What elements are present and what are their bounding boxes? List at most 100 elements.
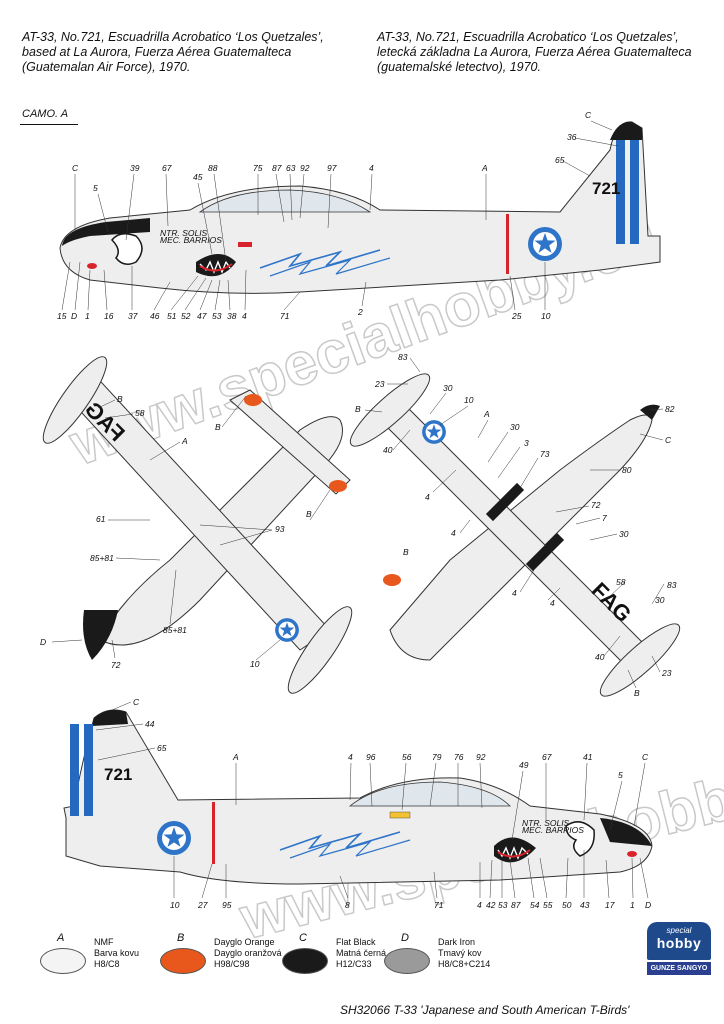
callout: 5 [93, 183, 98, 193]
callout: 30 [655, 595, 665, 605]
callout: 79 [432, 752, 442, 762]
callout: D [71, 311, 77, 321]
legend-line: H8/C8+C214 [438, 959, 491, 969]
callout: 40 [595, 652, 605, 662]
callout: B [355, 404, 361, 414]
legend-text: Flat Black Matná černá H12/C33 [336, 937, 386, 970]
caption-cz-line2: letecká základna La Aurora, Fuerza Aérea… [377, 45, 692, 59]
legend-line: Dayglo Orange [214, 937, 275, 947]
brand-logo: special hobby GUNZE SANGYO [647, 922, 711, 975]
callout: C [642, 752, 649, 762]
caption-czech: AT-33, No.721, Escuadrilla Acrobatico ‘L… [377, 30, 707, 75]
callout: 45 [193, 172, 203, 182]
callout: C [133, 697, 140, 707]
footer-product-title: SH32066 T-33 'Japanese and South America… [340, 1003, 630, 1017]
callout: C [585, 110, 592, 120]
callout: 27 [197, 900, 208, 910]
callout: 4 [451, 528, 456, 538]
callout: 61 [96, 514, 106, 524]
callout: 7 [602, 513, 607, 523]
callout: 73 [540, 449, 550, 459]
callout: 56 [402, 752, 412, 762]
nose-text-2-top: MEC. BARRIOS [160, 235, 222, 245]
callout: D [645, 900, 651, 910]
callout: 71 [280, 311, 290, 321]
callout: 37 [128, 311, 138, 321]
callout: 67 [542, 752, 552, 762]
callout: 50 [562, 900, 572, 910]
plan-view-lower: FAG 83 23 30 B 10 A 40 30 3 73 4 80 82 C… [349, 352, 681, 698]
callout: 4 [369, 163, 374, 173]
callout: B [306, 509, 312, 519]
callout: 4 [425, 492, 430, 502]
callouts-top-below: 15 D 1 16 37 46 51 52 47 53 38 4 71 2 25… [57, 307, 551, 321]
caption-cz-line3: (guatemalské letectvo), 1970. [377, 60, 541, 74]
callout: 75 [253, 163, 263, 173]
brand-line1: special [666, 926, 692, 935]
legend-letter: D [401, 932, 409, 944]
callout: B [403, 547, 409, 557]
callout: 15 [57, 311, 67, 321]
legend-line: NMF [94, 937, 114, 947]
brand-line2: hobby [656, 935, 702, 951]
callouts-plan-right: 83 23 30 B 10 A 40 30 3 73 4 80 82 C 72 … [355, 352, 677, 698]
caption-en-line3: (Guatemalan Air Force), 1970. [22, 60, 191, 74]
callout: 36 [567, 132, 577, 142]
callout: 8 [345, 900, 350, 910]
special-hobby-logo: special hobby [647, 922, 711, 960]
legend-item-c: C Flat Black Matná černá H12/C33 [262, 932, 422, 986]
callout: 88 [208, 163, 218, 173]
callout: 30 [510, 422, 520, 432]
callout: 41 [583, 752, 593, 762]
callout: 4 [512, 588, 517, 598]
legend-line: H8/C8 [94, 959, 120, 969]
caption-en-line2: based at La Aurora, Fuerza Aérea Guatema… [22, 45, 292, 59]
callout: B [117, 394, 123, 404]
callout: 49 [519, 760, 529, 770]
callout: 23 [661, 668, 672, 678]
callout: 46 [150, 311, 160, 321]
legend-letter: C [299, 932, 307, 944]
callout: 4 [242, 311, 247, 321]
callout: 47 [197, 311, 207, 321]
callout: 4 [477, 900, 482, 910]
legend-line: Barva kovu [94, 948, 140, 958]
callout: C [665, 435, 672, 445]
nose-text-1-top: NTR. SOLIS [160, 228, 208, 238]
callout: A [232, 752, 239, 762]
callout: 87 [511, 900, 521, 910]
callout: 93 [275, 524, 285, 534]
callout: 83 [398, 352, 408, 362]
callout: 3 [524, 438, 529, 448]
callout: B [215, 422, 221, 432]
callout: 67 [162, 163, 172, 173]
callout: 65 [157, 743, 167, 753]
callout: 30 [443, 383, 453, 393]
callout: 54 [530, 900, 540, 910]
callout: 76 [454, 752, 464, 762]
callout: 53 [212, 311, 222, 321]
callout: 30 [619, 529, 629, 539]
callout: 17 [605, 900, 615, 910]
callout: 83 [667, 580, 677, 590]
callout: A [181, 436, 188, 446]
legend-text: Dark Iron Tmavý kov H8/C8+C214 [438, 937, 490, 970]
legend-item-a: A NMF Barva kovu H8/C8 [20, 932, 180, 986]
legend-line: H98/C98 [214, 959, 250, 969]
legend-line: Dayglo oranžová [214, 948, 282, 958]
callout: 5 [618, 770, 623, 780]
plan-view-upper: FAG B 58 A 61 93 85+81 85+81 D 72 B 10 B [40, 356, 353, 694]
color-swatch-dark-iron [384, 948, 430, 974]
callout: 82 [665, 404, 675, 414]
legend-text: NMF Barva kovu H8/C8 [94, 937, 139, 970]
callout: 95 [222, 900, 232, 910]
callout: 1 [630, 900, 635, 910]
nose-text-1-bottom: NTR. SOLIS [522, 818, 570, 828]
callout: 72 [591, 500, 601, 510]
callouts-bottom-above: C 44 65 A 4 96 56 79 76 92 49 67 41 C 5 [133, 697, 649, 780]
callout: 2 [357, 307, 363, 317]
color-swatch-black [282, 948, 328, 974]
legend-line: Matná černá [336, 948, 387, 958]
callout: 53 [498, 900, 508, 910]
